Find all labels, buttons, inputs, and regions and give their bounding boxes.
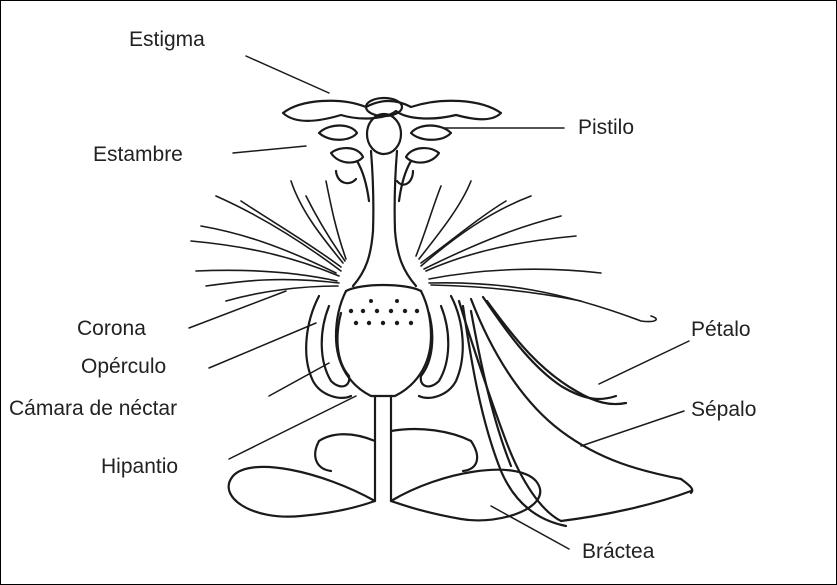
leader-corona	[189, 291, 286, 328]
stamen-drawing	[319, 126, 451, 202]
operculum-dots	[349, 299, 419, 325]
label-pistilo: Pistilo	[578, 117, 634, 138]
leader-operculo	[209, 323, 316, 368]
label-bractea: Bráctea	[582, 541, 654, 562]
label-estambre: Estambre	[93, 144, 183, 165]
label-corona: Corona	[77, 318, 146, 339]
label-hipantio: Hipantio	[101, 456, 178, 477]
label-camara-de-nectar: Cámara de néctar	[9, 398, 177, 419]
leader-estigma	[246, 56, 329, 93]
nectar-chamber-drawing	[306, 285, 463, 398]
label-estigma: Estigma	[129, 29, 205, 50]
corona-filaments-left	[191, 181, 346, 301]
leader-bractea	[491, 506, 569, 549]
petal-sepal-drawing	[459, 297, 692, 526]
leader-estambre	[233, 146, 306, 153]
leader-hipantio	[229, 396, 356, 459]
pistil-drawing	[353, 114, 416, 286]
label-operculo: Opérculo	[81, 356, 166, 377]
label-petalo: Pétalo	[691, 319, 751, 340]
leader-petalo	[599, 341, 689, 384]
leader-sepalo	[581, 411, 684, 446]
label-sepalo: Sépalo	[691, 399, 756, 420]
